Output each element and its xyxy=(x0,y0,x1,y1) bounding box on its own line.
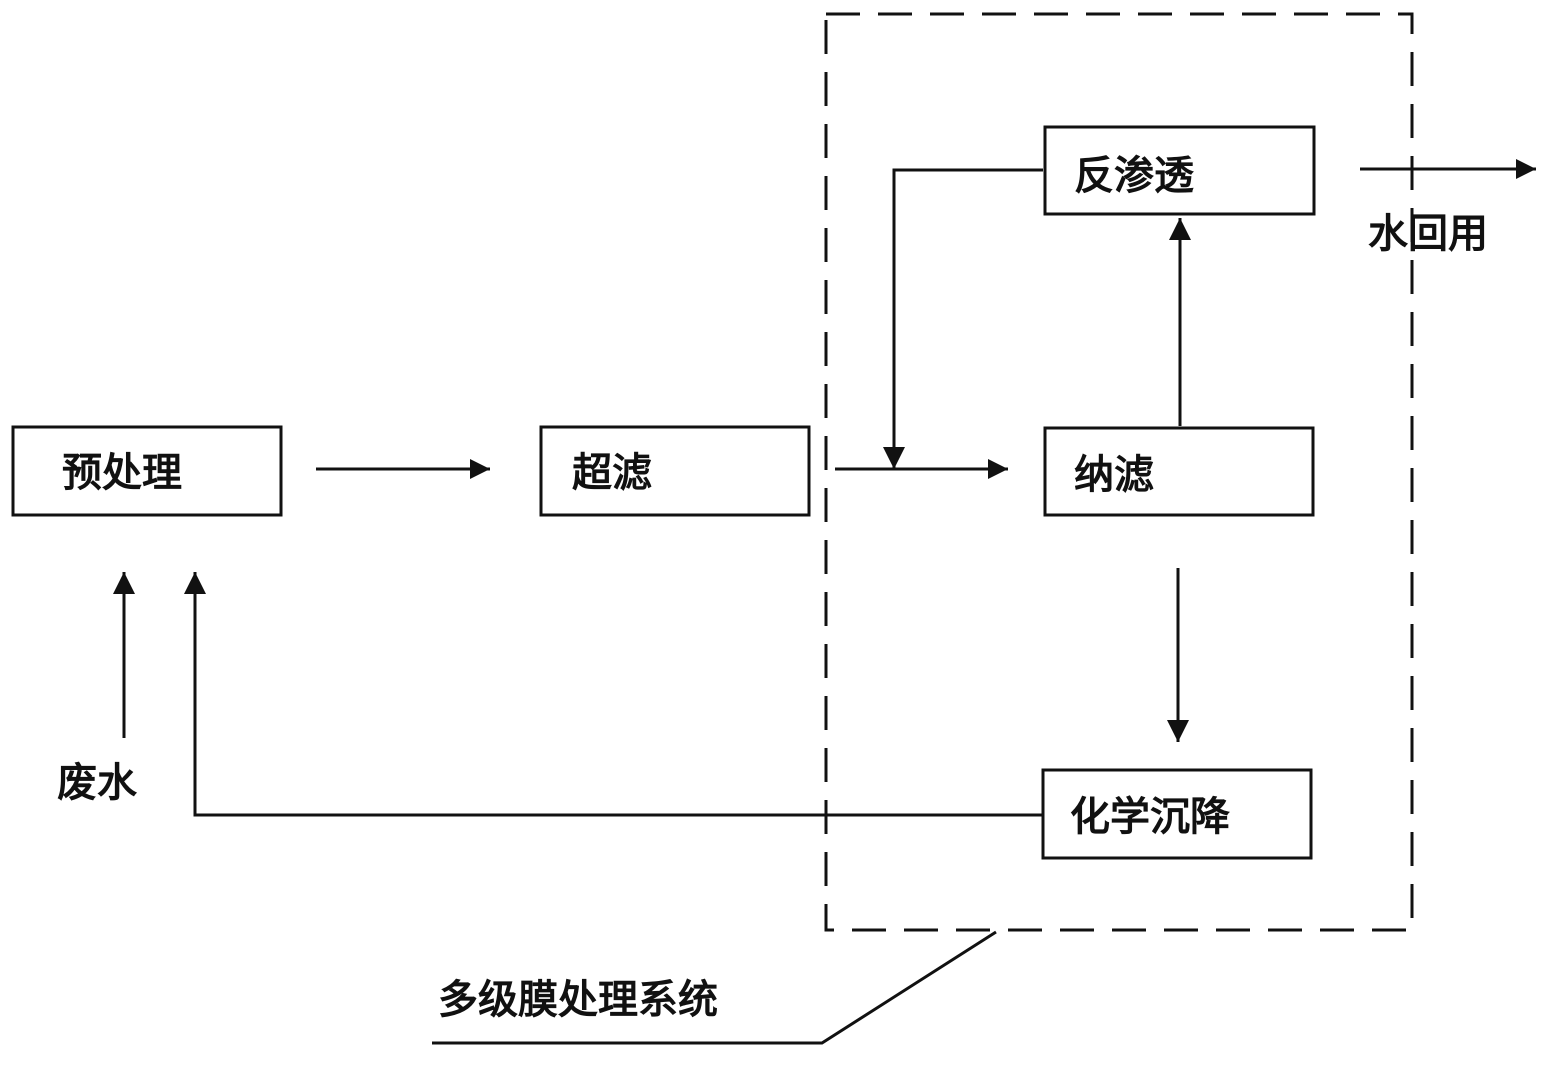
ultrafiltration-node: 超滤 xyxy=(539,425,811,517)
chemical-precipitation-node: 化学沉降 xyxy=(1041,768,1313,860)
reverse-osmosis-node: 反渗透 xyxy=(1043,125,1316,216)
system-boundary xyxy=(824,12,1414,932)
system-label-leader xyxy=(432,930,997,1045)
arrow-precipitation-return xyxy=(184,572,1043,817)
nanofiltration-label: 纳滤 xyxy=(1074,452,1154,498)
pretreatment-node: 预处理 xyxy=(11,425,283,517)
wastewater-label: 废水 xyxy=(57,760,138,806)
system-label: 多级膜处理系统 xyxy=(438,977,718,1023)
arrow-reverse-osmosis-recycle xyxy=(883,168,1043,469)
pretreatment-label: 预处理 xyxy=(62,450,182,496)
chemical-precipitation-label: 化学沉降 xyxy=(1070,794,1230,840)
ultrafiltration-label: 超滤 xyxy=(572,450,652,496)
nanofiltration-node: 纳滤 xyxy=(1043,426,1315,517)
water-reuse-label: 水回用 xyxy=(1368,211,1488,257)
reverse-osmosis-label: 反渗透 xyxy=(1074,153,1195,199)
